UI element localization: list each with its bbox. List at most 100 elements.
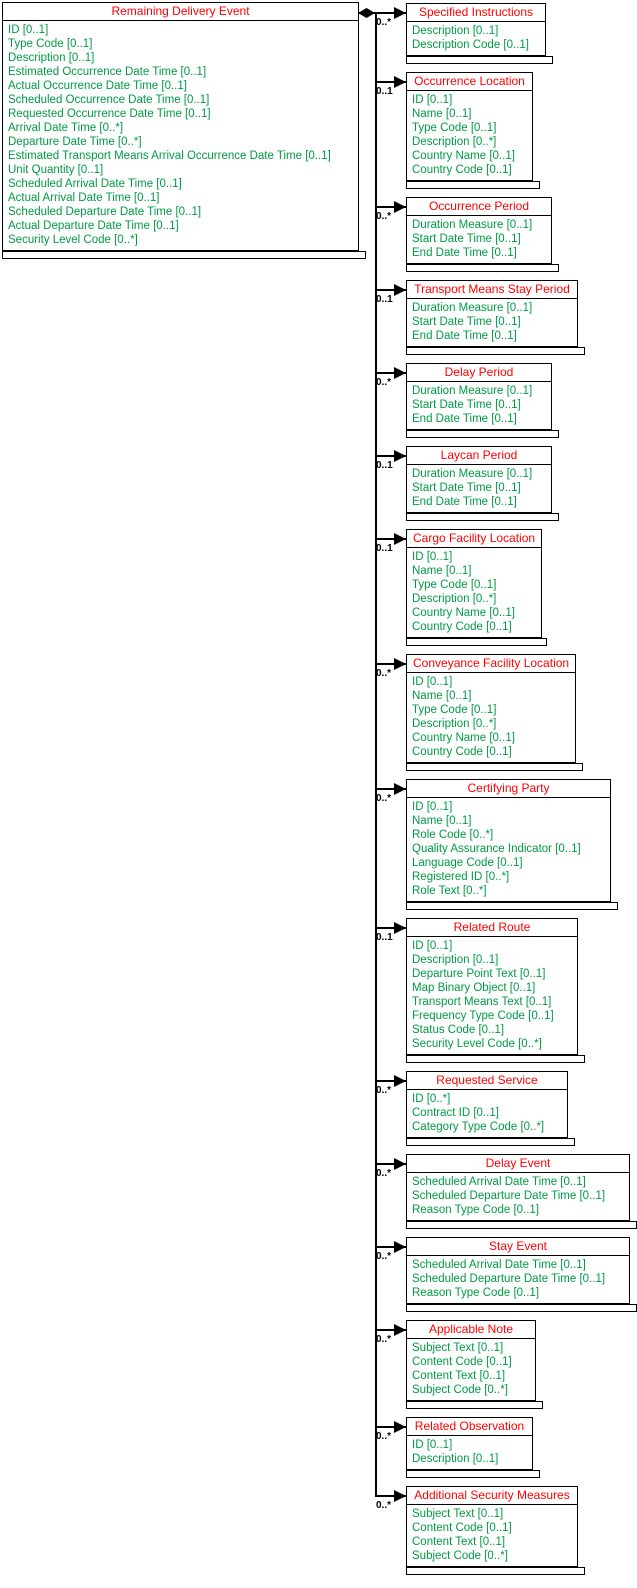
attribute-line: Description [0..1]: [412, 954, 499, 966]
attribute-line: Registered ID [0..*]: [412, 871, 510, 883]
attribute-line: Status Code [0..1]: [412, 1024, 505, 1036]
association-line: [375, 206, 406, 208]
attribute-line: Country Code [0..1]: [412, 746, 512, 758]
attribute-line: ID [0..1]: [412, 551, 453, 563]
attribute-line: Country Name [0..1]: [412, 607, 515, 619]
attribute-line: Type Code [0..1]: [412, 579, 497, 591]
arrowhead-icon: [394, 76, 406, 88]
attribute-line: Requested Occurrence Date Time [0..1]: [8, 108, 211, 120]
class-box-delay-period[interactable]: 0..* Delay Period Duration Measure [0..1…: [375, 363, 559, 455]
attribute-line: Frequency Type Code [0..1]: [412, 1010, 554, 1022]
association-line: [375, 927, 406, 929]
multiplicity-label: 0..1: [376, 294, 393, 305]
association-line: [375, 1426, 406, 1428]
class-box-occurrence-location[interactable]: 0..1 Occurrence Location ID [0..1]Name […: [375, 72, 540, 206]
class-box-remaining-delivery-event[interactable]: Remaining Delivery Event ID [0..1]Type C…: [2, 2, 366, 259]
arrowhead-icon: [394, 1490, 406, 1502]
class-box-stay-event[interactable]: 0..* Stay Event Scheduled Arrival Date T…: [375, 1237, 637, 1329]
multiplicity-label: 0..*: [376, 377, 392, 388]
attribute-line: Scheduled Occurrence Date Time [0..1]: [8, 94, 210, 106]
association-line: [375, 455, 406, 457]
arrowhead-icon: [394, 450, 406, 462]
attribute-line: ID [0..1]: [412, 940, 453, 952]
multiplicity-label: 0..*: [376, 1168, 392, 1179]
attribute-line: ID [0..1]: [412, 801, 453, 813]
attribute-line: Subject Text [0..1]: [412, 1508, 504, 1520]
attribute-line: Role Code [0..*]: [412, 829, 494, 841]
arrowhead-icon: [394, 1421, 406, 1433]
attribute-line: Departure Point Text [0..1]: [412, 968, 546, 980]
arrowhead-icon: [394, 1075, 406, 1087]
attribute-line: Security Level Code [0..*]: [412, 1038, 542, 1050]
association-line: [375, 1080, 406, 1082]
association-line: [375, 289, 406, 291]
class-box-conveyance-facility-location[interactable]: 0..* Conveyance Facility Location ID [0.…: [375, 654, 583, 788]
attribute-line: Estimated Transport Means Arrival Occurr…: [8, 150, 331, 162]
association-line: [375, 1246, 406, 1248]
class-box-transport-means-stay-period[interactable]: 0..1 Transport Means Stay Period Duratio…: [375, 280, 585, 372]
class-box-requested-service[interactable]: 0..* Requested Service ID [0..*]Contract…: [375, 1071, 575, 1163]
class-box-occurrence-period[interactable]: 0..* Occurrence Period Duration Measure …: [375, 197, 559, 289]
attribute-line: Duration Measure [0..1]: [412, 302, 533, 314]
attribute-line: Description [0..1]: [412, 25, 499, 37]
class-title: Remaining Delivery Event: [3, 3, 358, 21]
class-box-additional-security-measures[interactable]: 0..* Additional Security Measures Subjec…: [375, 1486, 585, 1575]
attribute-line: Estimated Occurrence Date Time [0..1]: [8, 66, 207, 78]
attribute-line: ID [0..*]: [412, 1093, 451, 1105]
attribute-line: Country Name [0..1]: [412, 732, 515, 744]
attribute-line: Start Date Time [0..1]: [412, 482, 521, 494]
attribute-line: Transport Means Text [0..1]: [412, 996, 552, 1008]
arrowhead-icon: [394, 367, 406, 379]
attribute-line: Actual Arrival Date Time [0..1]: [8, 192, 160, 204]
attribute-line: Description [0..*]: [412, 136, 497, 148]
class-title: Laycan Period: [407, 447, 551, 465]
attribute-line: Content Text [0..1]: [412, 1536, 506, 1548]
multiplicity-label: 0..*: [376, 1500, 392, 1511]
class-box-related-route[interactable]: 0..1 Related Route ID [0..1]Description …: [375, 918, 585, 1080]
attribute-line: Language Code [0..1]: [412, 857, 523, 869]
attribute-line: Description Code [0..1]: [412, 39, 529, 51]
attribute-line: Scheduled Departure Date Time [0..1]: [412, 1273, 606, 1285]
class-title: Transport Means Stay Period: [407, 281, 577, 299]
attribute-line: Scheduled Arrival Date Time [0..1]: [412, 1176, 586, 1188]
attribute-list: Scheduled Arrival Date Time [0..1] Schedu…: [407, 1173, 629, 1220]
class-box-related-observation[interactable]: 0..* Related Observation ID [0..1]Descri…: [375, 1417, 540, 1495]
class-box-delay-event[interactable]: 0..* Delay Event Scheduled Arrival Date …: [375, 1154, 637, 1246]
attribute-line: End Date Time [0..1]: [412, 330, 517, 342]
class-box-certifying-party[interactable]: 0..* Certifying Party ID [0..1]Name [0..…: [375, 779, 618, 927]
attribute-line: Departure Date Time [0..*]: [8, 136, 142, 148]
multiplicity-label: 0..*: [376, 1431, 392, 1442]
attribute-list: ID [0..1] Name [0..1] Role Code [0..*] Qual…: [407, 798, 610, 901]
attribute-line: Name [0..1]: [412, 690, 472, 702]
attribute-list: Duration Measure [0..1] Start Date Time […: [407, 299, 577, 346]
arrowhead-icon: [394, 284, 406, 296]
class-box-specified-instructions[interactable]: 0..* Specified Instructions Description …: [359, 3, 553, 81]
attribute-line: Scheduled Departure Date Time [0..1]: [8, 206, 202, 218]
attribute-line: Scheduled Departure Date Time [0..1]: [412, 1190, 606, 1202]
attribute-line: Name [0..1]: [412, 815, 472, 827]
child-class-column: 0..* Specified Instructions Description …: [359, 3, 637, 1583]
attribute-list: Duration Measure [0..1]Start Date Time […: [407, 216, 551, 263]
class-title: Conveyance Facility Location: [407, 655, 576, 673]
attribute-line: Description [0..*]: [412, 718, 497, 730]
attribute-line: Quality Assurance Indicator [0..1]: [412, 843, 581, 855]
multiplicity-label: 0..*: [376, 1085, 392, 1096]
multiplicity-label: 0..1: [376, 86, 393, 97]
class-title: Additional Security Measures: [407, 1487, 577, 1505]
class-title: Related Observation: [407, 1418, 532, 1436]
class-title: Specified Instructions: [407, 4, 545, 22]
association-line: [375, 1495, 406, 1497]
class-box-cargo-facility-location[interactable]: 0..1 Cargo Facility Location ID [0..1]Na…: [375, 529, 547, 663]
attribute-line: Name [0..1]: [412, 565, 472, 577]
attribute-list: ID [0..1]Description [0..1]: [407, 1436, 532, 1469]
attribute-line: Description [0..1]: [412, 1453, 499, 1465]
arrowhead-icon: [394, 533, 406, 545]
class-box-laycan-period[interactable]: 0..1 Laycan Period Duration Measure [0..…: [375, 446, 559, 538]
multiplicity-label: 0..*: [376, 1334, 392, 1345]
attribute-line: Scheduled Arrival Date Time [0..1]: [412, 1259, 586, 1271]
class-title: Delay Event: [407, 1155, 629, 1173]
attribute-line: Start Date Time [0..1]: [412, 316, 521, 328]
attribute-line: Duration Measure [0..1]: [412, 468, 533, 480]
class-box-applicable-note[interactable]: 0..* Applicable Note Subject Text [0..1]…: [375, 1320, 543, 1426]
class-title: Occurrence Location: [407, 73, 532, 91]
